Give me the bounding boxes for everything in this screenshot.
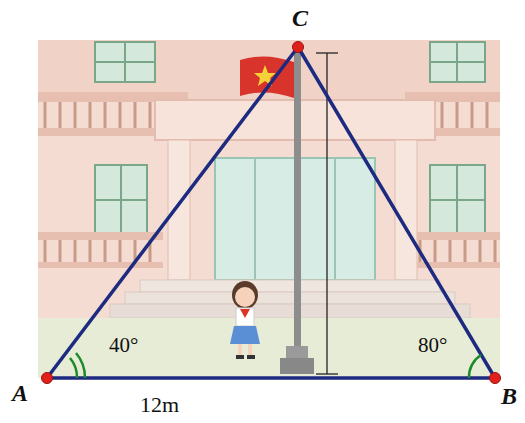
dimension-label: 12m <box>140 394 179 416</box>
point-label: A <box>12 381 28 405</box>
angle-label: 80° <box>418 335 447 356</box>
angle-label: 40° <box>109 335 138 356</box>
point-label: B <box>501 384 517 408</box>
point-label: C <box>292 6 308 30</box>
